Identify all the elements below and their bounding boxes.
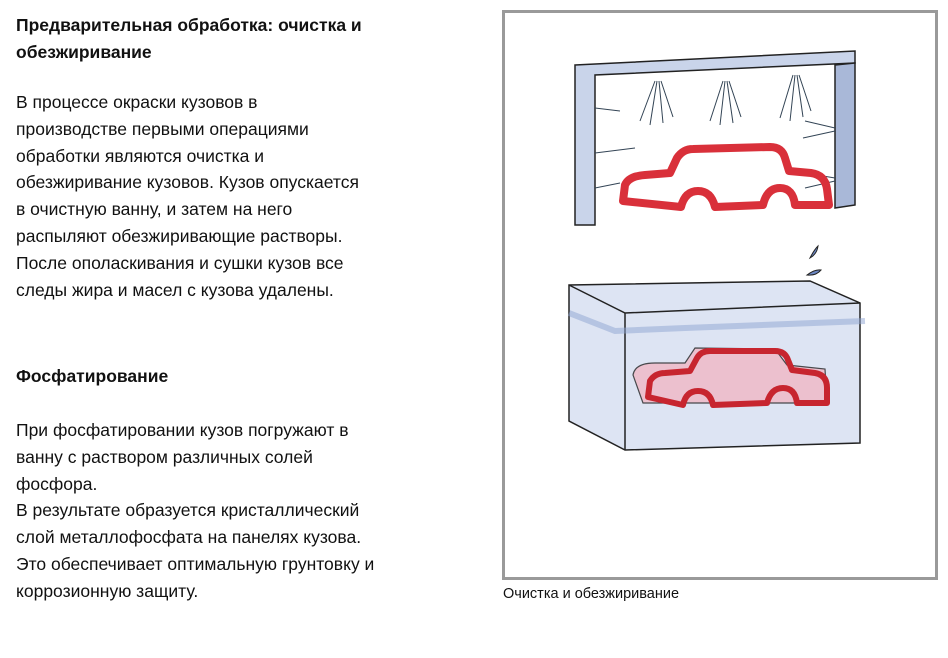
figure-caption: Очистка и обезжиривание — [503, 586, 680, 602]
section-heading-pretreatment: Предварительная обработка: очистка и обе… — [16, 12, 476, 66]
text-line: слой металлофосфата на панелях кузова. — [16, 527, 362, 548]
heading-line: Предварительная обработка: очистка и — [16, 15, 362, 35]
text-line: обезжиривание кузовов. Кузов опускается — [16, 172, 359, 193]
text-line: коррозионную защиту. — [16, 580, 199, 601]
spray-gate — [574, 50, 856, 226]
spray-jets — [594, 74, 836, 189]
car-submerged — [632, 347, 830, 408]
text-line: Это обеспечивает оптимальную грунтовку и — [16, 553, 375, 574]
paragraph-phosphating: При фосфатировании кузов погружают в ван… — [16, 417, 476, 605]
text-line: После ополаскивания и сушки кузов все — [16, 252, 344, 273]
text-line: в очистную ванну, и затем на него — [16, 199, 293, 220]
car-outline-top — [619, 143, 833, 211]
text-line: В результате образуется кристаллический — [16, 500, 360, 521]
text-line: фосфора. — [16, 473, 98, 494]
cleaning-illustration — [567, 50, 866, 451]
text-line: производстве первыми операциями — [16, 118, 309, 139]
text-line: следы жира и масел с кузова удалены. — [16, 279, 334, 300]
text-line: ванну с раствором различных солей — [16, 446, 313, 467]
text-line: обработки являются очистка и — [16, 145, 265, 166]
text-line: В процессе окраски кузовов в — [16, 92, 258, 112]
heading-line: обезжиривание — [16, 41, 152, 62]
illustration-frame — [502, 10, 938, 580]
section-heading-phosphating: Фосфатирование — [16, 366, 169, 386]
text-line: При фосфатировании кузов погружают в — [16, 420, 349, 440]
water-drops — [805, 244, 822, 276]
paragraph-pretreatment: В процессе окраски кузовов в производств… — [16, 89, 476, 303]
text-line: распыляют обезжиривающие растворы. — [16, 225, 343, 246]
